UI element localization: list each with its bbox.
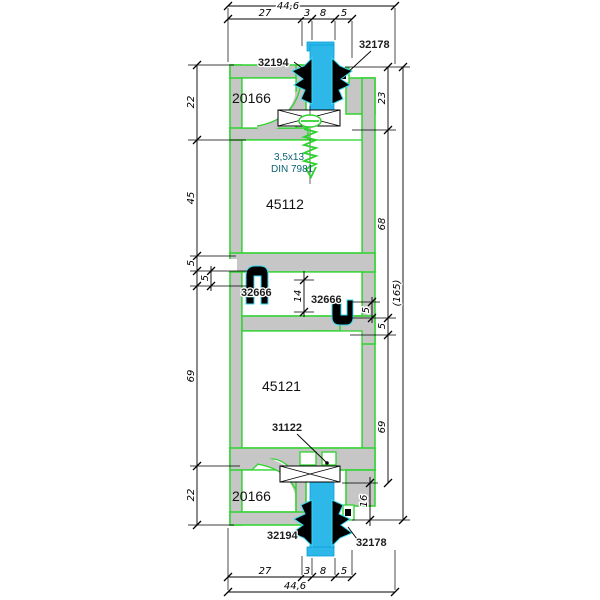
label-gasket-top: 32194 (258, 57, 289, 69)
dim-left-69: 69 (186, 370, 197, 383)
dim-right-16: 16 (359, 495, 370, 508)
band-slot-2 (321, 451, 337, 466)
band-slot-1 (299, 451, 317, 466)
dim-right-5b: 5 (377, 323, 388, 329)
dim-right-5a: 5 (361, 307, 372, 313)
clip-bottom (345, 509, 351, 516)
label-gasket-mid-right: 32666 (311, 294, 342, 306)
gasket-top-left (290, 56, 313, 105)
dim-right-69: 69 (377, 421, 388, 434)
label-addon-top: 20166 (232, 90, 271, 106)
label-glazing-gasket-top: 32178 (359, 39, 390, 51)
label-insulating-bar: 31122 (272, 422, 302, 434)
leader-lines (293, 50, 372, 540)
leader-dot (325, 461, 329, 465)
glass-bottom-cap (306, 546, 335, 557)
dim-mid-14: 14 (293, 290, 304, 303)
dim-bot-27: 27 (259, 566, 272, 577)
label-profile-lower: 45121 (262, 378, 301, 394)
flange-notch (227, 259, 237, 271)
dim-left-22-bottom: 22 (186, 489, 197, 502)
dim-left-22-top: 22 (186, 96, 197, 109)
label-screw-size: 3,5x13 (274, 152, 304, 163)
dim-top-overall: 44,6 (277, 1, 299, 12)
dim-top-8: 8 (320, 8, 326, 19)
glazing-and-hardware (245, 41, 354, 557)
dim-left-5a: 5 (186, 260, 197, 266)
dimension-text: 44,6 27 3 8 5 27 3 8 5 44,6 22 45 5 5 69… (185, 0, 405, 594)
label-gasket-bottom: 32194 (267, 530, 298, 542)
dim-left-5b: 5 (200, 275, 211, 281)
dim-right-165: (165) (392, 280, 403, 307)
insulation-bar-bottom (279, 465, 341, 483)
dim-top-3: 3 (304, 8, 310, 19)
label-gasket-mid-left: 32666 (241, 287, 272, 299)
gasket-mid-left (245, 265, 269, 305)
glass-bottom (309, 477, 335, 549)
dim-top-27: 27 (259, 8, 272, 19)
part-labels: 32194 32178 20166 45112 32666 32666 4512… (232, 38, 391, 551)
label-glazing-gasket-bottom: 32178 (356, 537, 387, 549)
dim-bot-8: 8 (320, 566, 326, 577)
dim-bot-overall: 44,6 (284, 581, 306, 592)
gasket-top-right (331, 56, 354, 105)
dim-bot-3: 3 (304, 566, 310, 577)
dim-left-45: 45 (186, 192, 197, 205)
dim-right-68: 68 (377, 218, 388, 231)
lower-bottom-bar (229, 511, 306, 526)
dimension-lines (188, 1, 410, 597)
label-profile-upper: 45112 (266, 196, 304, 212)
gasket-mid-right (331, 299, 354, 326)
chamber-45121 (241, 330, 363, 449)
dim-right-23: 23 (377, 92, 388, 105)
gasket-bottom-right (331, 499, 354, 548)
gasket-bottom-left (290, 499, 313, 548)
dim-top-5: 5 (341, 8, 347, 19)
right-wall (361, 77, 376, 471)
label-addon-bottom: 20166 (232, 488, 271, 504)
screw (298, 106, 322, 184)
dim-bot-5: 5 (341, 566, 347, 577)
label-screw-standard: DIN 7981 (271, 164, 314, 175)
glass-top (309, 44, 335, 116)
